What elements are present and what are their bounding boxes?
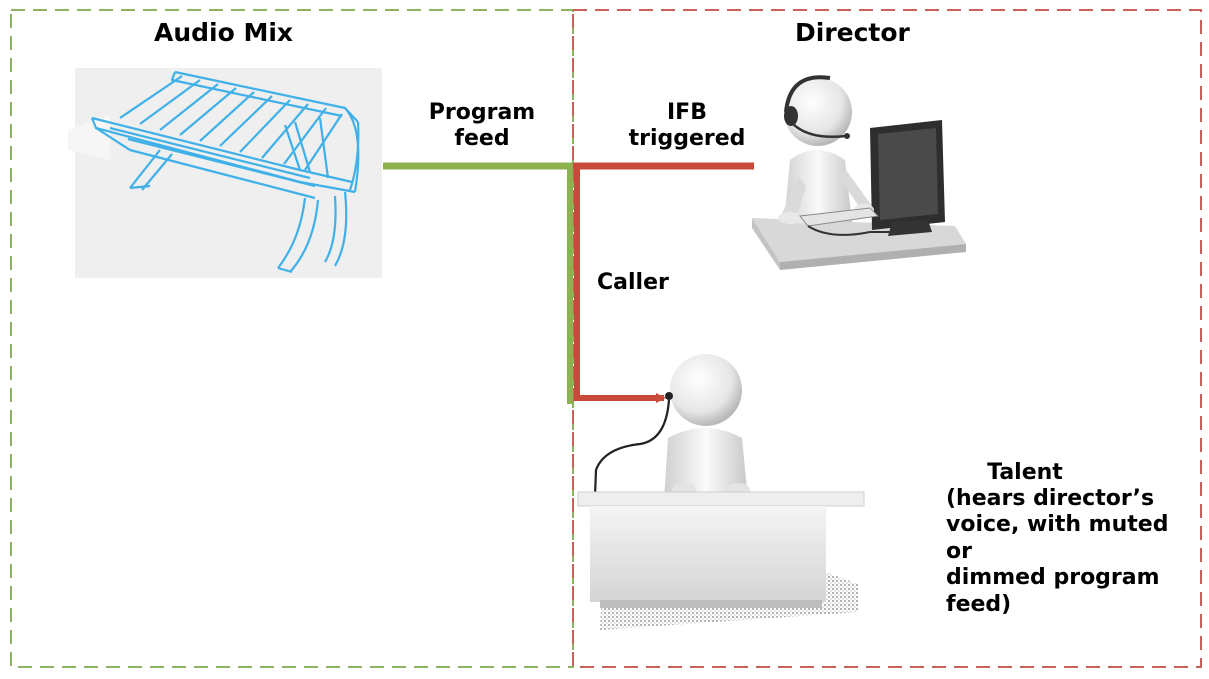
ifb-triggered-label: IFB triggered [628, 100, 746, 152]
console-icon [68, 68, 382, 278]
director-region [572, 9, 1202, 668]
audio-mix-title: Audio Mix [154, 18, 294, 47]
program-feed-label: Program feed [428, 100, 536, 152]
talent-description: (hears director’s voice, with muted or d… [946, 486, 1169, 617]
talent-title: Talent [987, 460, 1063, 485]
director-title: Director [795, 18, 910, 47]
director-icon [752, 75, 966, 270]
caller-label: Caller [597, 270, 669, 295]
talent-icon [577, 354, 865, 630]
